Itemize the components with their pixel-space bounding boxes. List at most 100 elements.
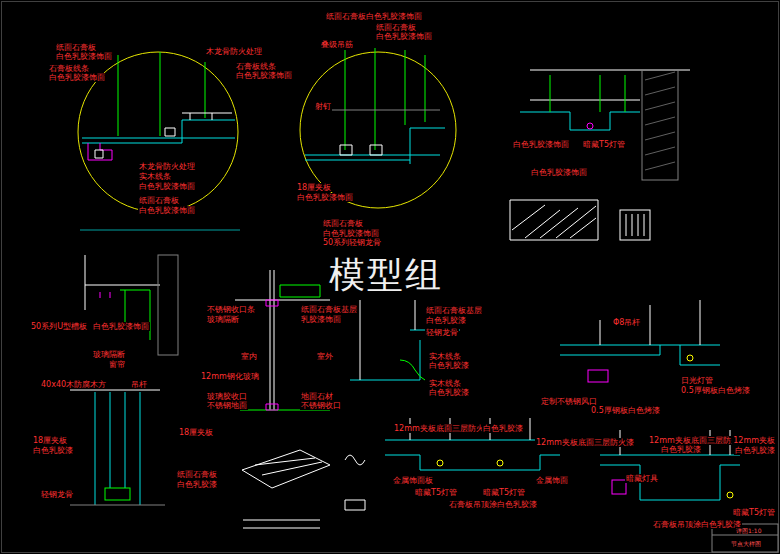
callout-label: 白色乳胶漆 — [734, 446, 776, 455]
wall — [642, 70, 678, 180]
lamp-symbol — [497, 460, 503, 466]
callout-label: 轻钢龙骨 — [425, 328, 459, 337]
callout-label: 暗藏T5灯管 — [582, 140, 626, 149]
callout-label: 0.5厚钢板白色烤漆 — [680, 386, 751, 395]
callout-label: 石膏板吊顶涂白色乳胶漆 — [448, 500, 538, 509]
callout-label: 白色乳胶漆 — [660, 445, 702, 454]
lamp-symbol — [437, 460, 443, 466]
callout-label: 白色乳胶漆饰面 — [48, 73, 106, 82]
ceiling-board — [280, 285, 320, 297]
callout-label: 日光灯管 — [680, 376, 714, 385]
callout-label: 白色乳胶漆饰面 — [296, 193, 354, 202]
grille-bar — [626, 214, 644, 236]
curtain-box — [120, 290, 150, 340]
ceiling-section — [600, 455, 740, 500]
track — [105, 488, 130, 500]
steel-channel — [340, 145, 382, 155]
callout-label: 白色乳胶漆饰面 — [235, 71, 293, 80]
callout-label: 白色乳胶漆饰面 — [138, 206, 196, 215]
lamp-symbol — [687, 355, 693, 361]
callout-label: 18厘夹板 — [178, 428, 214, 437]
air-vent — [588, 370, 608, 382]
callout-label: 石膏板线条 — [48, 64, 90, 73]
slab-line — [70, 390, 160, 391]
lamp-symbol — [587, 123, 593, 129]
callout-label: 不锈钢收口条 — [206, 305, 256, 314]
hanger-rod — [600, 300, 700, 345]
title-block-rule — [712, 535, 778, 536]
callout-label: 18厘夹板 — [296, 183, 332, 192]
callout-label: 纸面石膏板基层 — [300, 305, 358, 314]
callout-label: 纸面石膏板白色乳胶漆饰面 — [325, 12, 423, 21]
light-box — [612, 480, 626, 494]
callout-label: 12mm夹板底面三层防火漆 — [393, 424, 493, 433]
slab-line — [330, 110, 440, 111]
wood-moulding — [400, 360, 425, 380]
callout-label: 0.5厚钢板白色烤漆 — [590, 406, 661, 415]
ceiling-board — [82, 120, 235, 143]
dimension-line — [80, 230, 240, 231]
callout-label: 金属饰面 — [535, 476, 569, 485]
glass-panel — [235, 270, 330, 410]
lamp-symbol — [727, 492, 733, 498]
callout-label: 纸面石膏板 — [375, 23, 417, 32]
callout-label: 纸面石膏板 — [322, 219, 364, 228]
callout-label: 暗藏T5灯管 — [482, 488, 526, 497]
callout-label: 木龙骨防火处理 — [205, 47, 263, 56]
watermark: 模型组 — [328, 255, 444, 295]
callout-label: 12mm夹板 — [732, 436, 776, 445]
wall-hatch — [645, 72, 675, 170]
callout-label: 白色乳胶漆饰面 — [138, 182, 196, 191]
callout-label: 12mm钢化玻璃 — [200, 372, 260, 381]
hanger-rod — [360, 300, 415, 380]
callout-label: 白色乳胶漆饰面 — [92, 322, 150, 331]
callout-label: 不锈钢收口 — [300, 401, 342, 410]
callout-label: 实木线条 — [428, 379, 462, 388]
callout-label: 玻璃隔断 — [92, 350, 126, 359]
callout-label: 石膏板吊顶涂白色乳胶漆 — [652, 520, 742, 529]
callout-label: 石膏板线条 — [235, 62, 277, 71]
callout-label: 窗帘 — [108, 360, 126, 369]
floor-line — [70, 505, 165, 506]
callout-label: 50系列轻钢龙骨 — [322, 238, 382, 247]
callout-label: 吊杆 — [130, 380, 148, 389]
callout-label: 白色乳胶漆饰面 — [512, 140, 570, 149]
wood-moulding — [88, 143, 112, 160]
callout-label: 50系列U型槽板 — [30, 322, 88, 331]
callout-label: 定制不锈钢风口 — [540, 397, 598, 406]
hanger-rod — [550, 75, 625, 112]
fixing — [100, 292, 110, 298]
section-line — [85, 255, 160, 310]
hanger-rod — [118, 52, 205, 136]
callout-label: 金属饰面板 — [392, 476, 434, 485]
timber-block — [95, 128, 175, 158]
callout-label: 12mm夹板底面三层防火漆 — [535, 438, 635, 447]
callout-label: 不锈钢地面 — [206, 401, 248, 410]
hanger-rod — [345, 48, 425, 150]
callout-label: 白色乳胶漆饰面 — [322, 229, 380, 238]
slat — [512, 205, 596, 238]
callout-label: 白色乳胶漆 — [425, 316, 467, 325]
stainless-trim — [266, 300, 278, 410]
callout-label: 纸面石膏板 — [55, 43, 97, 52]
ceiling-board — [560, 345, 720, 365]
callout-label: 纸面石膏板 — [176, 470, 218, 479]
callout-label: 实木线条 — [138, 172, 172, 181]
callout-label: 白色乳胶漆 — [32, 446, 74, 455]
callout-label: 白色乳胶漆饰面 — [375, 32, 433, 41]
callout-label: 玻璃胶收口 — [206, 392, 248, 401]
callout-label: 射钉 — [314, 102, 332, 111]
callout-label: 叠级吊筋 — [320, 40, 354, 49]
keel — [255, 458, 322, 475]
callout-label: 轻钢龙骨 — [40, 490, 74, 499]
callout-label: 纸面石膏板 — [138, 196, 180, 205]
grille-detail — [620, 210, 650, 240]
timber-batten — [182, 113, 232, 120]
callout-label: 白色乳胶漆 — [428, 361, 470, 370]
profile-section — [345, 455, 365, 465]
ceiling-section — [385, 440, 560, 470]
title-block-text: 详图1:10 — [735, 527, 762, 534]
ceiling-step — [520, 112, 640, 130]
